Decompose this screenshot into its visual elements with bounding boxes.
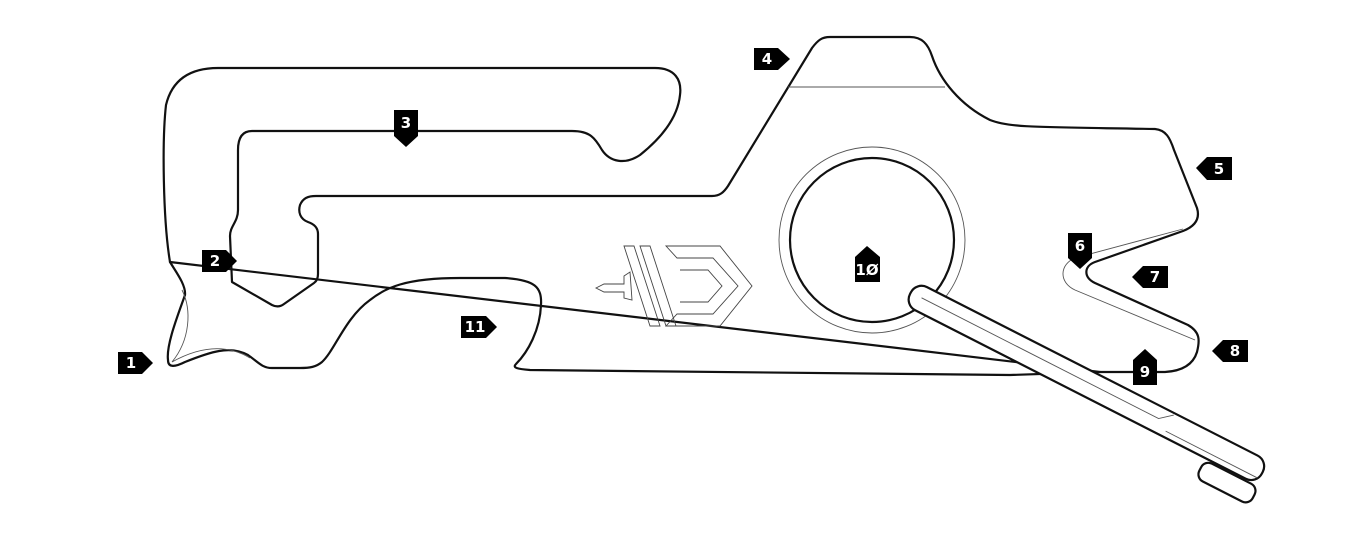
callout-3: 3 [394, 110, 418, 147]
callout-9: 9 [1133, 349, 1157, 385]
svg-text:1: 1 [126, 354, 136, 372]
callout-11: 11 [461, 316, 497, 338]
svg-text:8: 8 [1230, 342, 1240, 360]
svg-text:4: 4 [762, 50, 772, 68]
pry-edge-line [171, 289, 251, 363]
svg-text:2: 2 [210, 252, 220, 270]
pivot-ring-outer [778, 146, 966, 334]
svg-text:9: 9 [1140, 363, 1150, 381]
svg-text:5: 5 [1214, 160, 1224, 178]
brand-logo [594, 245, 753, 327]
tool-body-outline [162, 35, 1200, 374]
svg-text:6: 6 [1075, 237, 1085, 255]
callout-6: 6 [1068, 233, 1092, 269]
svg-text:7: 7 [1150, 268, 1160, 286]
callout-1: 1 [118, 352, 153, 374]
callout-4: 4 [754, 48, 790, 70]
callout-10: 1Ø [855, 246, 880, 282]
callout-5: 5 [1196, 157, 1232, 180]
tool-arm [907, 284, 1266, 504]
svg-text:1Ø: 1Ø [855, 261, 878, 279]
callout-8: 8 [1212, 340, 1248, 362]
callout-2: 2 [202, 250, 237, 272]
callout-7: 7 [1132, 266, 1168, 288]
tool-body-bottom [166, 260, 1102, 377]
svg-text:3: 3 [401, 114, 411, 132]
pivot-ring [788, 156, 956, 324]
svg-text:11: 11 [465, 318, 486, 336]
